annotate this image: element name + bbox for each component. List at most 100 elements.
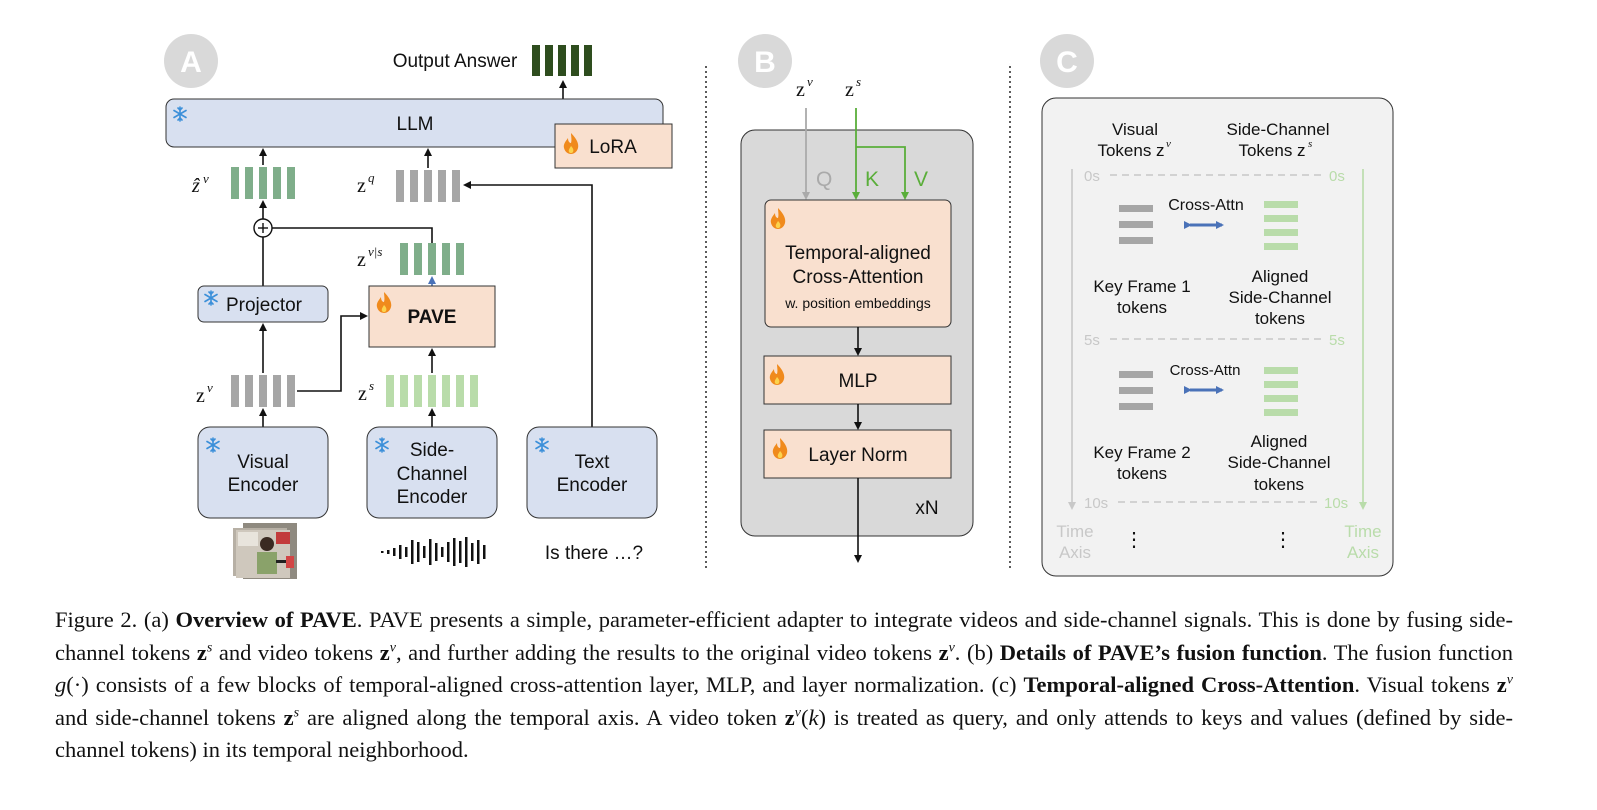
text-encoder-label-2: Encoder bbox=[557, 475, 628, 496]
visual-tokens-label-2: Tokens z bbox=[1097, 141, 1164, 160]
caption-bold-3: Temporal-aligned Cross-Attention bbox=[1023, 672, 1355, 697]
caption-zv-4-sup: v bbox=[794, 705, 801, 720]
k-label: K bbox=[865, 168, 879, 191]
caption-text-1: . PAVE presents a simple, parameter-effi… bbox=[55, 607, 1513, 665]
arrow-zv-to-pave bbox=[297, 312, 368, 392]
panel-a-badge bbox=[164, 34, 218, 88]
time-5s-right: 5s bbox=[1329, 332, 1345, 349]
side-channel-encoder-box bbox=[366, 426, 498, 519]
caption-text-11: ) is treated as query, and only attends … bbox=[55, 704, 1514, 763]
panel-a: A Output Answer LLM LoRA ẑ v z q bbox=[164, 34, 673, 579]
cross-attention-label-2: Cross-Attention bbox=[793, 267, 924, 288]
key-frame-1-label-1: Key Frame 1 bbox=[1093, 277, 1190, 296]
layer-norm-label: Layer Norm bbox=[808, 445, 907, 466]
key-frame-2-label-2: tokens bbox=[1117, 464, 1167, 483]
caption-zv-2: z bbox=[938, 639, 949, 665]
line-zvs-to-add bbox=[272, 227, 433, 243]
side-tokens-label-1: Side-Channel bbox=[1226, 120, 1329, 139]
time-0s-left: 0s bbox=[1084, 168, 1100, 185]
visual-encoder-label-1: Visual bbox=[237, 452, 288, 473]
llm-label: LLM bbox=[397, 114, 434, 135]
b-zs-label: z bbox=[845, 79, 854, 101]
time-5s-left: 5s bbox=[1084, 332, 1100, 349]
visual-tokens-sup: v bbox=[1166, 138, 1171, 150]
zq-label: z bbox=[357, 175, 366, 197]
side-tokens-sup: s bbox=[1308, 138, 1312, 150]
layer-norm-box bbox=[763, 429, 952, 479]
key-frame-2-tokens bbox=[1119, 371, 1153, 410]
side-encoder-label-2: Channel bbox=[397, 464, 468, 485]
time-0s-right: 0s bbox=[1329, 168, 1345, 185]
zv-sup: v bbox=[207, 380, 213, 395]
side-encoder-label-1: Side- bbox=[410, 440, 454, 461]
key-frame-2-label-1: Key Frame 2 bbox=[1093, 443, 1190, 462]
projector-label: Projector bbox=[226, 295, 303, 316]
zs-sup: s bbox=[369, 378, 374, 393]
caption-text-8: and side-channel tokens bbox=[55, 704, 284, 730]
visual-encoder-label-2: Encoder bbox=[228, 475, 299, 496]
zvs-label: z bbox=[357, 249, 366, 271]
zs-label: z bbox=[358, 383, 367, 405]
caption-zv-4: z bbox=[784, 704, 795, 730]
ellipsis-left: ⋮ bbox=[1124, 529, 1144, 551]
arrow-text-encoder-to-zq bbox=[463, 181, 593, 427]
visual-tokens-label-1: Visual bbox=[1112, 120, 1158, 139]
mlp-label: MLP bbox=[838, 371, 877, 392]
time-axis-right-label-1: Time bbox=[1344, 522, 1381, 541]
aligned-2-label-3: tokens bbox=[1254, 475, 1304, 494]
cross-attention-label-1: Temporal-aligned bbox=[785, 243, 931, 264]
zs-tokens bbox=[386, 375, 478, 407]
time-axis-left-label-1: Time bbox=[1056, 522, 1093, 541]
side-encoder-label-3: Encoder bbox=[397, 487, 468, 508]
side-tokens-label-2: Tokens z bbox=[1238, 141, 1305, 160]
pave-box bbox=[368, 285, 496, 348]
text-encoder-label-1: Text bbox=[575, 452, 611, 473]
caption-text-3: , and further adding the results to the … bbox=[395, 639, 939, 665]
caption-text-9: are aligned along the temporal axis. A v… bbox=[299, 704, 785, 730]
time-axis-left-label-2: Axis bbox=[1059, 543, 1091, 562]
caption-zv-3: z bbox=[1496, 672, 1507, 697]
audio-waveform-icon bbox=[381, 537, 486, 567]
zq-sup: q bbox=[368, 170, 375, 185]
caption-text-4: . (b) bbox=[954, 639, 1000, 665]
b-zv-label: z bbox=[796, 79, 805, 101]
caption-zs-2: z bbox=[283, 704, 294, 730]
aligned-side-tokens-2 bbox=[1264, 367, 1298, 416]
output-tokens bbox=[532, 45, 592, 76]
v-label: V bbox=[914, 168, 928, 191]
zhat-v-sup: v bbox=[203, 171, 209, 186]
zv-label: z bbox=[196, 385, 205, 407]
text-input-label: Is there …? bbox=[545, 543, 643, 564]
b-zs-sup: s bbox=[856, 74, 861, 89]
aligned-1-label-3: tokens bbox=[1255, 309, 1305, 328]
zhat-v-tokens bbox=[231, 167, 295, 199]
aligned-side-tokens-1 bbox=[1264, 201, 1298, 250]
caption-g: g bbox=[55, 672, 67, 697]
caption-zv-2-sup: v bbox=[948, 640, 955, 655]
caption-text-5: . The fusion function bbox=[1321, 639, 1513, 665]
caption-text-7: . Visual tokens bbox=[1354, 672, 1497, 697]
repeat-label: xN bbox=[915, 498, 938, 519]
output-answer-label: Output Answer bbox=[393, 51, 518, 72]
caption-zv-1-sup: v bbox=[389, 640, 396, 655]
cross-attn-label-2: Cross-Attn bbox=[1170, 362, 1241, 379]
caption-text-6: (·) consists of a few blocks of temporal… bbox=[66, 672, 1024, 697]
aligned-1-label-1: Aligned bbox=[1252, 267, 1309, 286]
text-encoder-box bbox=[526, 426, 658, 519]
panel-c-badge bbox=[1040, 34, 1094, 88]
arrow-value bbox=[856, 146, 909, 200]
cross-attention-sublabel: w. position embeddings bbox=[784, 295, 931, 311]
time-axis-right-label-2: Axis bbox=[1347, 543, 1379, 562]
panel-b: B z v z s Q K V Temporal-aligned Cross-A… bbox=[738, 34, 974, 563]
caption-zs-1: z bbox=[196, 639, 207, 665]
aligned-2-label-1: Aligned bbox=[1251, 432, 1308, 451]
caption-zs-2-sup: s bbox=[293, 705, 300, 720]
caption-label: Figure 2. (a) bbox=[55, 607, 176, 632]
aligned-1-label-2: Side-Channel bbox=[1228, 288, 1331, 307]
b-zv-sup: v bbox=[807, 74, 813, 89]
key-frame-1-tokens bbox=[1119, 205, 1153, 244]
q-label: Q bbox=[816, 168, 832, 191]
time-10s-left: 10s bbox=[1084, 495, 1108, 512]
panel-b-badge-label: B bbox=[754, 46, 776, 79]
mlp-box bbox=[763, 355, 952, 405]
